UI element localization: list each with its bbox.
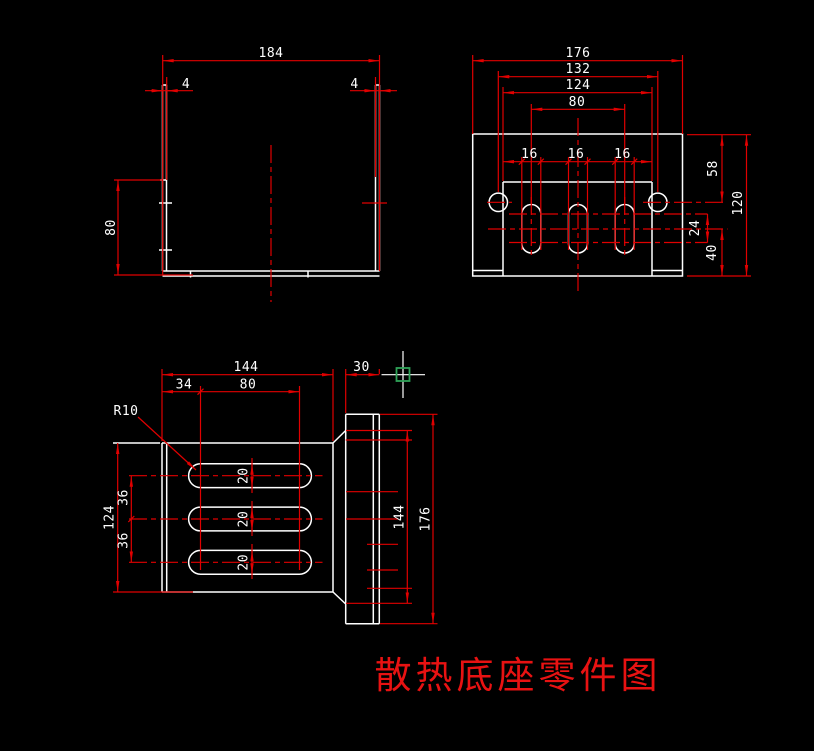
dim-124-top[interactable]: 124 <box>502 78 653 181</box>
dim-16-text-2[interactable]: 16 <box>568 147 585 162</box>
crosshair-icon <box>381 351 425 398</box>
dim-144-top-text[interactable]: 144 <box>234 360 259 375</box>
top-view[interactable]: 176 132 124 80 16 16 16 58 <box>471 46 751 293</box>
dim-20-slot-1[interactable]: 20 <box>237 458 254 493</box>
dim-124-top-extensions[interactable] <box>502 87 653 181</box>
dim-24[interactable]: 24 <box>688 214 710 243</box>
dim-30-extensions[interactable] <box>345 369 380 413</box>
dim-144-right-text[interactable]: 144 <box>393 505 408 530</box>
dim-124-top-text[interactable]: 124 <box>566 78 591 93</box>
dim-176-top[interactable]: 176 <box>472 46 684 134</box>
dim-4-left[interactable]: 4 <box>145 77 193 180</box>
dim-24-text[interactable]: 24 <box>688 220 703 237</box>
dim-20-slot-2[interactable]: 20 <box>237 501 254 536</box>
dim-34-80-tick <box>197 388 204 396</box>
dim-132-extensions[interactable] <box>497 71 659 192</box>
dim-58-text[interactable]: 58 <box>706 160 721 177</box>
dim-120[interactable]: 120 <box>687 134 751 277</box>
dim-80-top[interactable]: 80 <box>530 95 626 204</box>
dim-120-text[interactable]: 120 <box>731 191 746 216</box>
dim-124-plan-text[interactable]: 124 <box>103 505 118 530</box>
dim-4-right-text[interactable]: 4 <box>350 77 358 92</box>
dim-16-extensions[interactable] <box>521 157 635 250</box>
dim-80-front[interactable]: 80 <box>104 179 193 276</box>
dim-36-text-2[interactable]: 36 <box>117 532 132 549</box>
drawing-title[interactable]: 散热底座零件图 <box>375 654 662 697</box>
dim-144-top-extensions[interactable] <box>161 369 334 441</box>
dim-4-right[interactable]: 4 <box>350 77 397 204</box>
dim-40-text[interactable]: 40 <box>705 244 720 261</box>
dim-16-text-3[interactable]: 16 <box>614 147 631 162</box>
dim-34-80[interactable]: 34 80 <box>162 378 301 571</box>
cursor <box>381 351 425 398</box>
dim-144-plan-right[interactable]: 144 <box>393 430 409 604</box>
dim-r10[interactable]: R10 <box>114 404 197 471</box>
dim-132[interactable]: 132 <box>497 62 659 192</box>
dim-124-plan[interactable]: 124 <box>103 443 194 593</box>
dim-20-slot-3[interactable]: 20 <box>237 544 254 579</box>
dim-36-pitch[interactable]: 36 36 <box>117 475 135 563</box>
dim-80-front-text[interactable]: 80 <box>104 219 119 236</box>
dim-120-extensions[interactable] <box>687 134 751 277</box>
plan-view-slot-centerlines[interactable] <box>129 475 323 563</box>
dim-16-text-1[interactable]: 16 <box>521 147 538 162</box>
dim-34-80-extensions[interactable] <box>199 386 301 570</box>
dim-34-text[interactable]: 34 <box>176 378 193 393</box>
dim-144-plan-top[interactable]: 144 <box>161 360 334 441</box>
dim-80-top-extensions[interactable] <box>530 104 626 204</box>
dim-80-front-extensions[interactable] <box>114 179 193 276</box>
plan-view[interactable]: 144 34 80 30 R10 124 36 36 <box>103 360 438 625</box>
plan-view-slot-3[interactable] <box>187 549 313 575</box>
r10-leader-line[interactable] <box>137 416 197 471</box>
dim-20-2-text[interactable]: 20 <box>237 511 252 528</box>
dim-r10-text[interactable]: R10 <box>114 404 139 419</box>
dim-36-tick <box>127 515 135 523</box>
dim-176-right-text[interactable]: 176 <box>419 507 434 532</box>
dim-30-text[interactable]: 30 <box>353 360 370 375</box>
dim-176-top-extensions[interactable] <box>472 55 684 134</box>
dim-30[interactable]: 30 <box>345 360 380 413</box>
dim-58[interactable]: 58 <box>706 134 724 203</box>
dim-80-plan-text[interactable]: 80 <box>240 378 257 393</box>
dim-20-3-text[interactable]: 20 <box>237 554 252 571</box>
dim-4-left-line[interactable] <box>145 77 193 180</box>
front-view-outline[interactable] <box>159 84 381 278</box>
dim-4-left-text[interactable]: 4 <box>182 77 190 92</box>
plan-view-flange-ticks[interactable] <box>345 413 438 625</box>
dim-16-slots[interactable]: 16 16 16 <box>503 147 652 250</box>
dim-20-1-text[interactable]: 20 <box>237 467 252 484</box>
snap-marker-icon <box>395 367 411 382</box>
dim-4-right-line[interactable] <box>350 77 397 204</box>
dim-176-top-text[interactable]: 176 <box>566 46 591 61</box>
front-view[interactable]: 184 4 4 80 <box>104 46 397 302</box>
dim-132-text[interactable]: 132 <box>566 62 591 77</box>
dim-176-plan-right[interactable]: 176 <box>419 414 435 624</box>
dim-40[interactable]: 40 <box>705 229 724 276</box>
top-view-centerlines[interactable] <box>487 118 728 293</box>
dim-80-top-text[interactable]: 80 <box>569 95 586 110</box>
dim-36-text-1[interactable]: 36 <box>117 489 132 506</box>
dim-184-text[interactable]: 184 <box>259 46 284 61</box>
